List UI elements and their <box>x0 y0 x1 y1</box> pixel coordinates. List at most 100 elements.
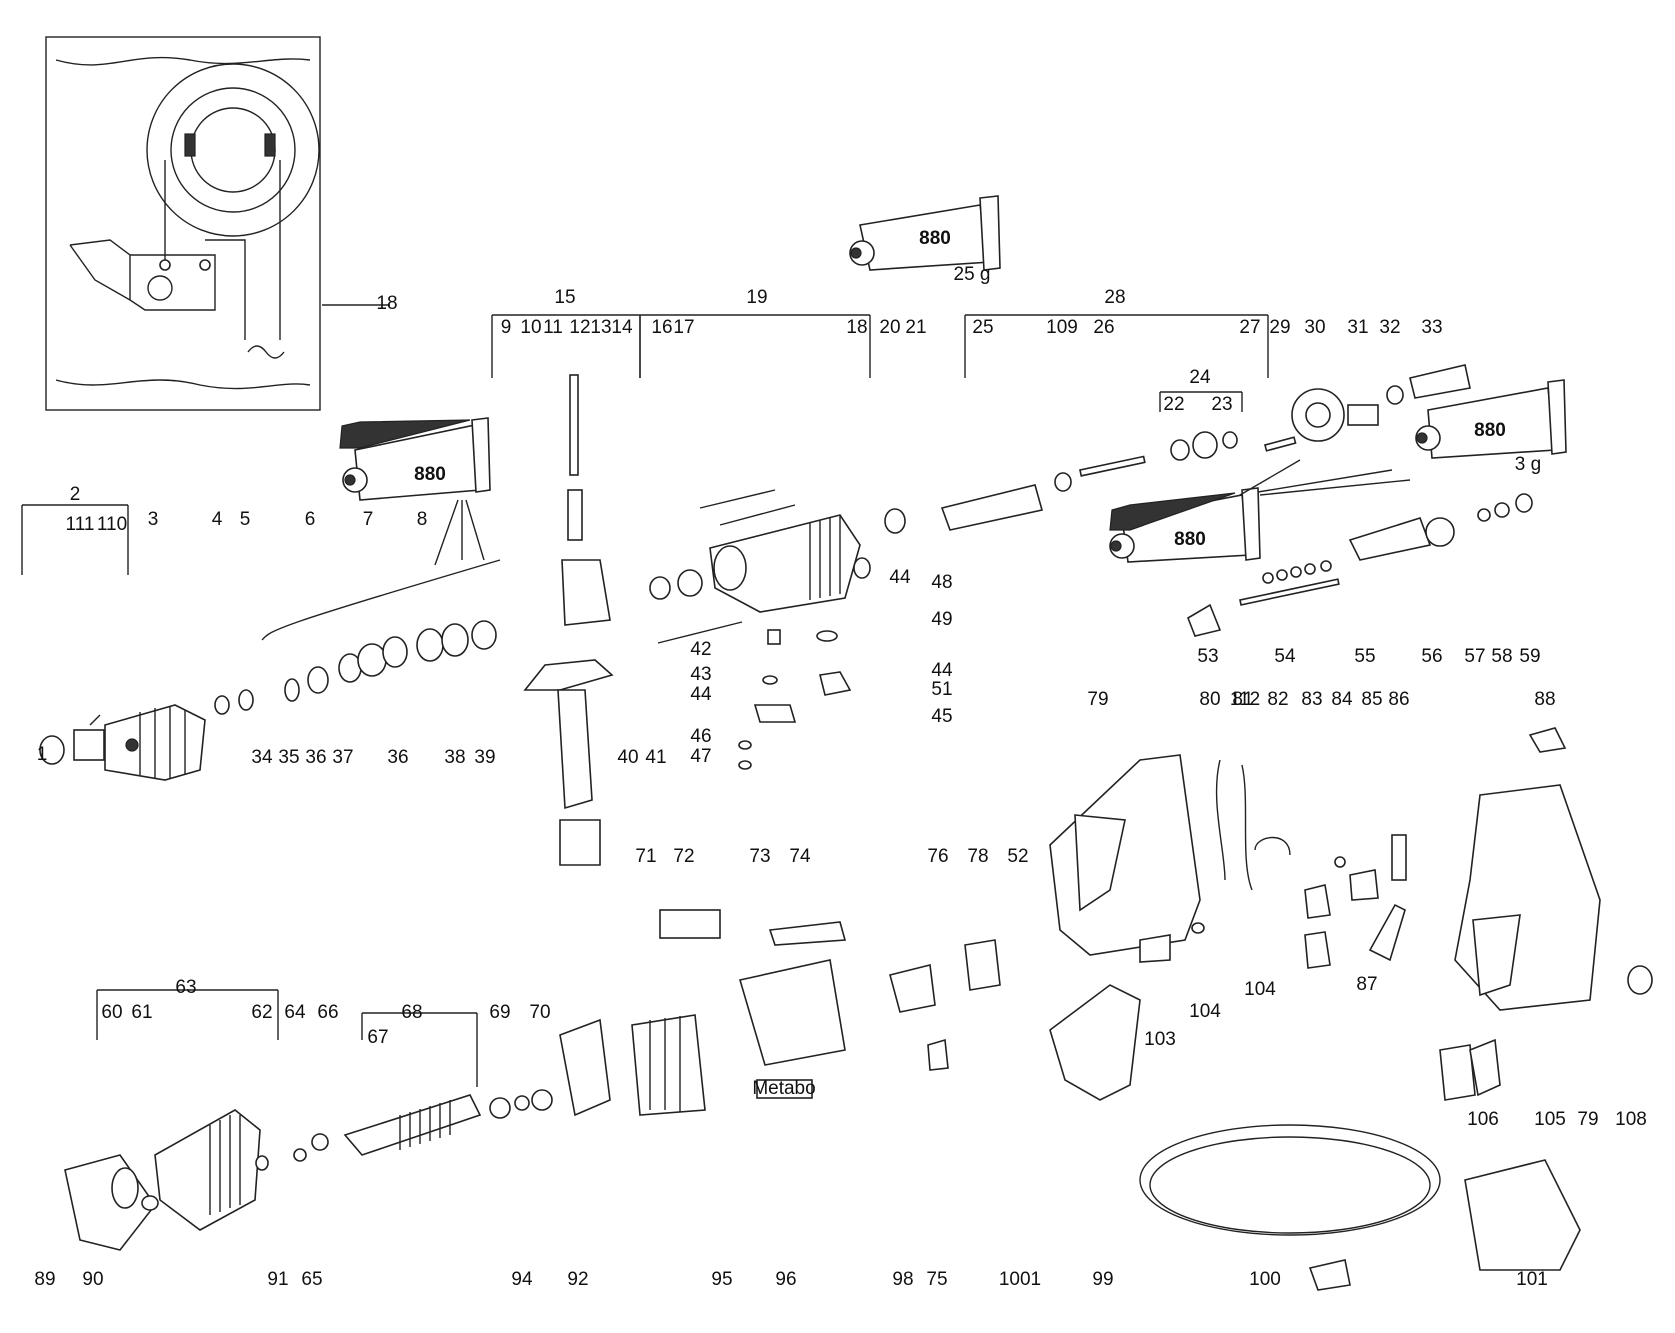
part-number-label: 16 <box>651 317 672 338</box>
part-number-label: 17 <box>673 317 694 338</box>
part-number-label: 1 <box>37 744 48 765</box>
wiring-inset <box>45 36 390 411</box>
spindle-assembly <box>940 364 1471 531</box>
grease-tube-3g: 880 3 g <box>1415 379 1567 475</box>
part-number-label: 44 <box>931 660 953 681</box>
part-number-label: 90 <box>82 1269 103 1290</box>
part-number-label: 91 <box>267 1269 288 1290</box>
part-number-label: 75 <box>926 1269 947 1290</box>
part-number-label: 110 <box>97 514 127 535</box>
part-number-label: 4 <box>212 509 223 530</box>
part-number-label: 108 <box>1615 1109 1647 1130</box>
part-number-label: 48 <box>931 572 952 593</box>
part-number-label: 47 <box>690 746 711 767</box>
part-number-label: 29 <box>1269 317 1290 338</box>
part-number-label: 37 <box>332 747 353 768</box>
part-number-label: 104 <box>1244 979 1276 1000</box>
tube-label: 880 <box>1474 420 1506 441</box>
part-number-label: 80 <box>1199 689 1220 710</box>
part-number-label: 112 <box>1230 689 1260 710</box>
part-number-label: 100 <box>1249 1269 1281 1290</box>
part-number-label: 45 <box>931 706 952 727</box>
part-number-label: 49 <box>931 609 952 630</box>
power-cable <box>1139 1038 1581 1291</box>
tube-weight-label: 25 g <box>954 264 991 285</box>
tube-label: 880 <box>1174 529 1206 550</box>
side-handle <box>523 374 614 866</box>
part-number-label: 18 <box>376 293 397 314</box>
part-number-label: 69 <box>489 1002 510 1023</box>
gear-housing <box>649 489 906 644</box>
part-number-label: 2 <box>70 484 81 505</box>
part-number-label: 24 <box>1189 367 1211 388</box>
part-number-label: 111 <box>66 514 95 535</box>
stator-housing: Metabo <box>631 909 1001 1116</box>
part-number-label: 67 <box>367 1027 388 1048</box>
part-number-label: 89 <box>34 1269 55 1290</box>
selector-parts <box>738 629 852 770</box>
part-number-label: 83 <box>1301 689 1322 710</box>
part-number-label: 55 <box>1354 646 1375 667</box>
part-number-label: 36 <box>387 747 408 768</box>
part-number-label: 96 <box>775 1269 796 1290</box>
part-number-label: 56 <box>1421 646 1442 667</box>
nameplate-text: Metabo <box>752 1078 815 1099</box>
part-number-label: 62 <box>251 1002 272 1023</box>
part-number-label: 18 <box>846 317 867 338</box>
part-number-label: 39 <box>474 747 495 768</box>
part-number-label: 61 <box>131 1002 152 1023</box>
part-number-label: 27 <box>1239 317 1260 338</box>
part-number-label: 86 <box>1388 689 1409 710</box>
handle-housing <box>1049 727 1653 1011</box>
tube-weight-label: 3 g <box>1515 454 1541 475</box>
part-number-label: 3 <box>148 509 159 530</box>
part-number-label: 95 <box>711 1269 732 1290</box>
brush-holder <box>1049 984 1141 1101</box>
part-number-label: 79 <box>1577 1109 1598 1130</box>
chuck-assembly <box>39 704 206 781</box>
switch-parts <box>1139 759 1407 969</box>
part-number-label: 43 <box>690 664 711 685</box>
part-number-label: 64 <box>284 1002 306 1023</box>
part-number-label: 57 <box>1464 646 1485 667</box>
part-number-label: 28 <box>1104 287 1125 308</box>
tube-label: 880 <box>414 464 446 485</box>
part-number-label: 71 <box>635 846 656 867</box>
part-number-label: 11 <box>543 317 563 338</box>
part-number-label: 87 <box>1356 974 1377 995</box>
part-number-label: 22 <box>1163 394 1184 415</box>
grease-tube-25g: 880 25 g <box>849 195 1001 285</box>
part-number-label: 99 <box>1092 1269 1113 1290</box>
part-number-label: 104 <box>1189 1001 1221 1022</box>
small-rings-4-39 <box>214 559 501 715</box>
part-number-label: 98 <box>892 1269 913 1290</box>
part-number-label: 38 <box>444 747 465 768</box>
part-number-label: 85 <box>1361 689 1382 710</box>
part-number-label: 40 <box>617 747 638 768</box>
part-number-label: 26 <box>1093 317 1114 338</box>
grease-tube-right: 880 <box>1109 487 1261 563</box>
part-number-label: 30 <box>1304 317 1325 338</box>
part-number-label: 65 <box>301 1269 322 1290</box>
part-number-label: 41 <box>645 747 666 768</box>
part-number-label: 32 <box>1379 317 1400 338</box>
part-number-label: 42 <box>690 639 711 660</box>
part-number-label: 31 <box>1347 317 1368 338</box>
part-number-label: 46 <box>690 726 711 747</box>
intermediate-shaft <box>1187 493 1533 637</box>
part-number-label: 1001 <box>999 1269 1041 1290</box>
part-number-label: 72 <box>673 846 694 867</box>
part-number-label: 8 <box>417 509 428 530</box>
part-number-label: 20 <box>879 317 900 338</box>
part-number-label: 14 <box>611 317 633 338</box>
part-number-label: 52 <box>1007 846 1028 867</box>
part-number-label: 94 <box>511 1269 533 1290</box>
part-number-label: 54 <box>1274 646 1296 667</box>
part-number-label: 15 <box>554 287 575 308</box>
tube-label: 880 <box>919 228 951 249</box>
part-number-label: 58 <box>1491 646 1512 667</box>
part-number-label: 78 <box>967 846 988 867</box>
part-number-label: 53 <box>1197 646 1218 667</box>
part-number-label: 44 <box>889 567 911 588</box>
